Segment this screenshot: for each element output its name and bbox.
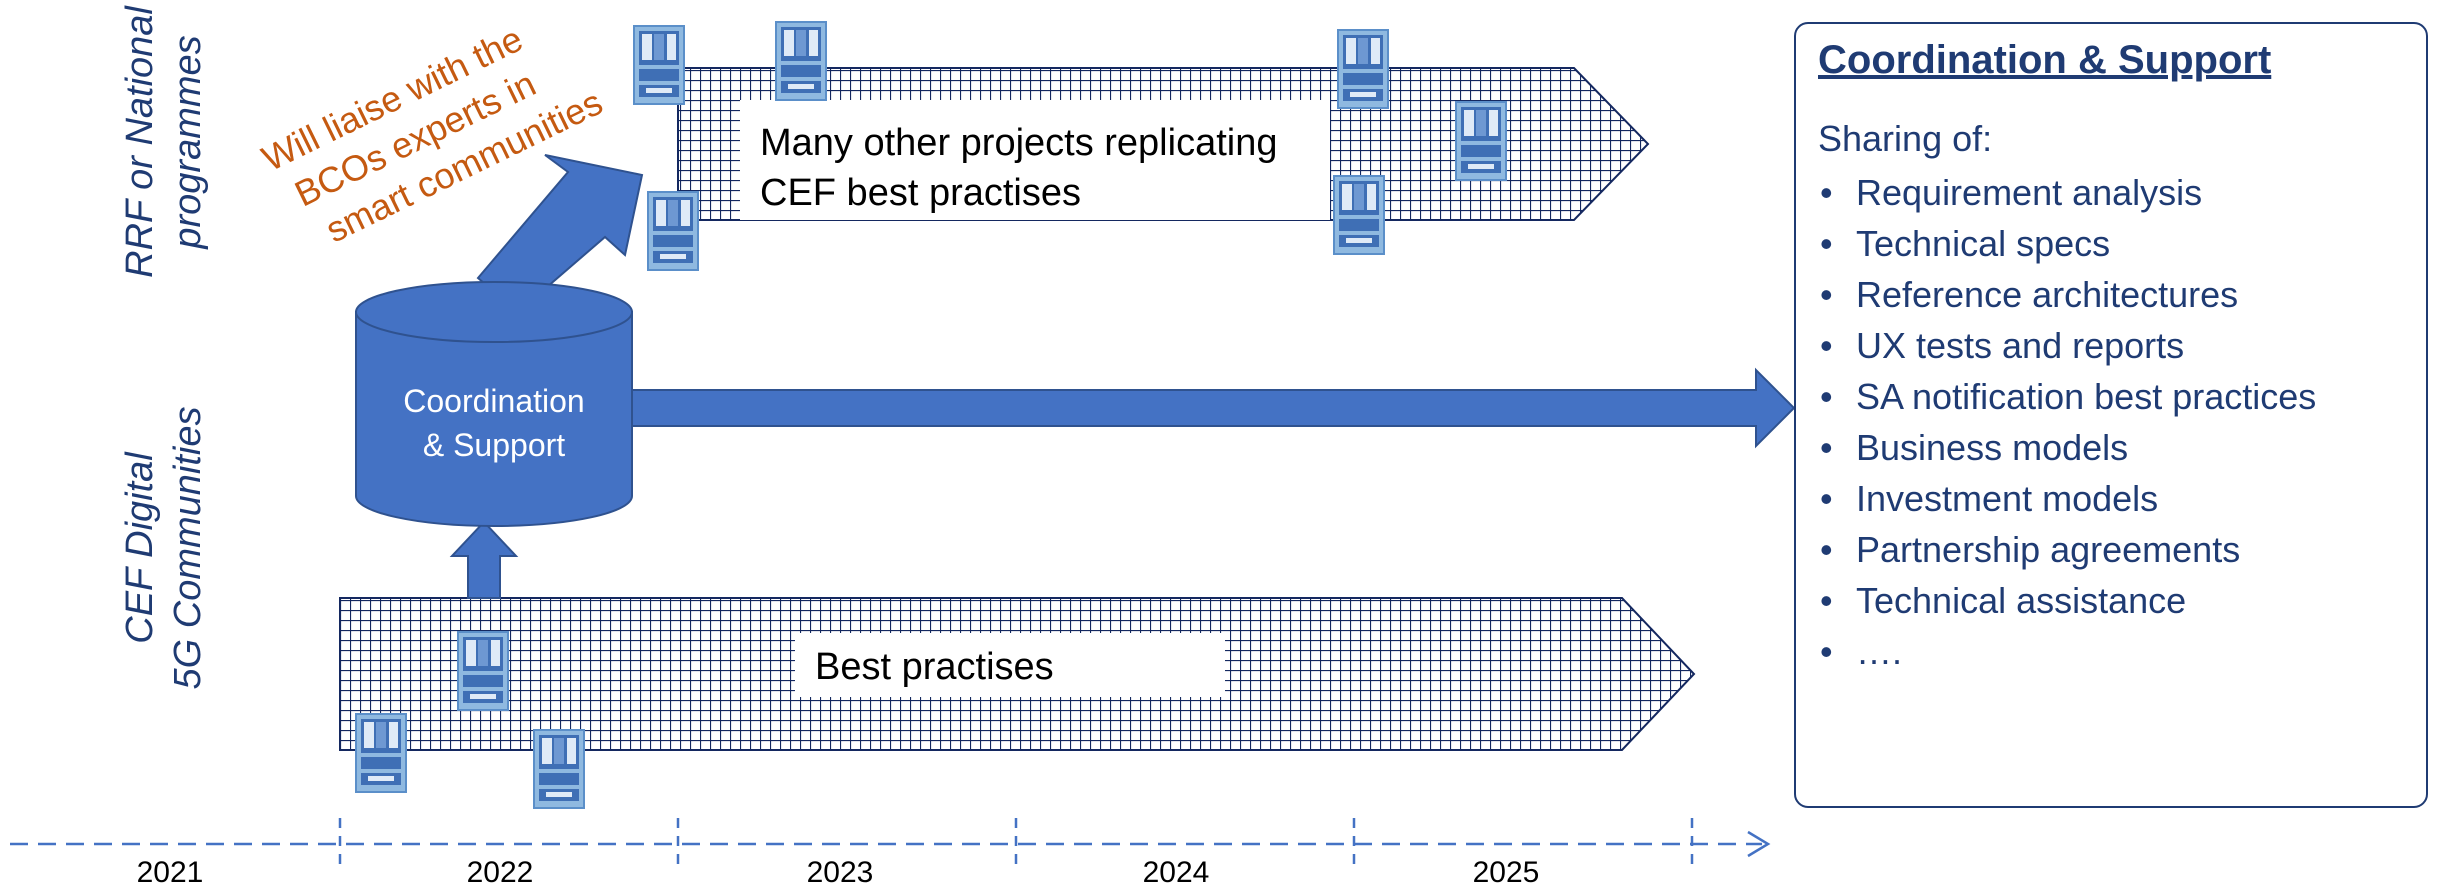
timeline-year: 2024: [1143, 856, 1210, 888]
timeline-year: 2025: [1473, 856, 1540, 888]
coordination-panel: Coordination & Support Sharing of: Requi…: [1794, 22, 2428, 808]
replication-label-line2: CEF best practises: [760, 172, 1081, 214]
coordination-item: Requirement analysis: [1818, 167, 2426, 218]
upper-lane-label-line1: RRF or National: [119, 5, 161, 278]
lower-lane-label-line1: CEF Digital: [119, 451, 161, 644]
coordination-item: Business models: [1818, 422, 2426, 473]
coordination-panel-intro: Sharing of:: [1818, 118, 1993, 159]
upper-lane-label-line2: programmes: [167, 35, 209, 249]
project-document-icon: [775, 21, 827, 101]
replication-label-line1: Many other projects replicating: [760, 122, 1277, 164]
coordination-sharing-arrow: [629, 367, 1796, 449]
project-document-icon: [355, 713, 407, 793]
timeline-arrowhead: [1747, 830, 1771, 858]
project-document-icon: [633, 25, 685, 105]
coordination-item-list: Requirement analysis Technical specs Ref…: [1818, 167, 2426, 677]
coordination-item: UX tests and reports: [1818, 320, 2426, 371]
timeline-year: 2022: [467, 856, 534, 888]
coordination-item: ….: [1818, 626, 2426, 677]
timeline-year: 2023: [807, 856, 874, 888]
timeline-year: 2021: [137, 856, 204, 888]
project-document-icon: [647, 191, 699, 271]
coordination-item: Technical assistance: [1818, 575, 2426, 626]
cylinder-label-line2: & Support: [423, 427, 565, 463]
coordination-item: Technical specs: [1818, 218, 2426, 269]
coordination-item: Partnership agreements: [1818, 524, 2426, 575]
lower-lane-label-line2: 5G Communities: [167, 407, 209, 690]
coordination-cylinder: Coordination & Support: [355, 281, 633, 527]
cylinder-label-line1: Coordination: [403, 383, 584, 419]
project-document-icon: [457, 631, 509, 711]
lower-lane-label: CEF Digital 5G Communities: [119, 407, 209, 690]
timeline: 2021 2022 2023 2024 2025: [10, 818, 1771, 888]
project-document-icon: [533, 729, 585, 809]
upper-lane-label: RRF or National programmes: [119, 5, 209, 278]
project-document-icon: [1337, 29, 1389, 109]
coordination-panel-title: Coordination & Support: [1818, 38, 2272, 82]
replication-label-box: [740, 100, 1330, 220]
coordination-item: Investment models: [1818, 473, 2426, 524]
project-document-icon: [1455, 101, 1507, 181]
best-practises-label-box: [795, 633, 1225, 697]
coordination-item: Reference architectures: [1818, 269, 2426, 320]
best-practises-label: Best practises: [815, 646, 1054, 688]
project-document-icon: [1333, 175, 1385, 255]
coordination-item: SA notification best practices: [1818, 371, 2426, 422]
up-arrow-to-coordination: [449, 520, 519, 599]
